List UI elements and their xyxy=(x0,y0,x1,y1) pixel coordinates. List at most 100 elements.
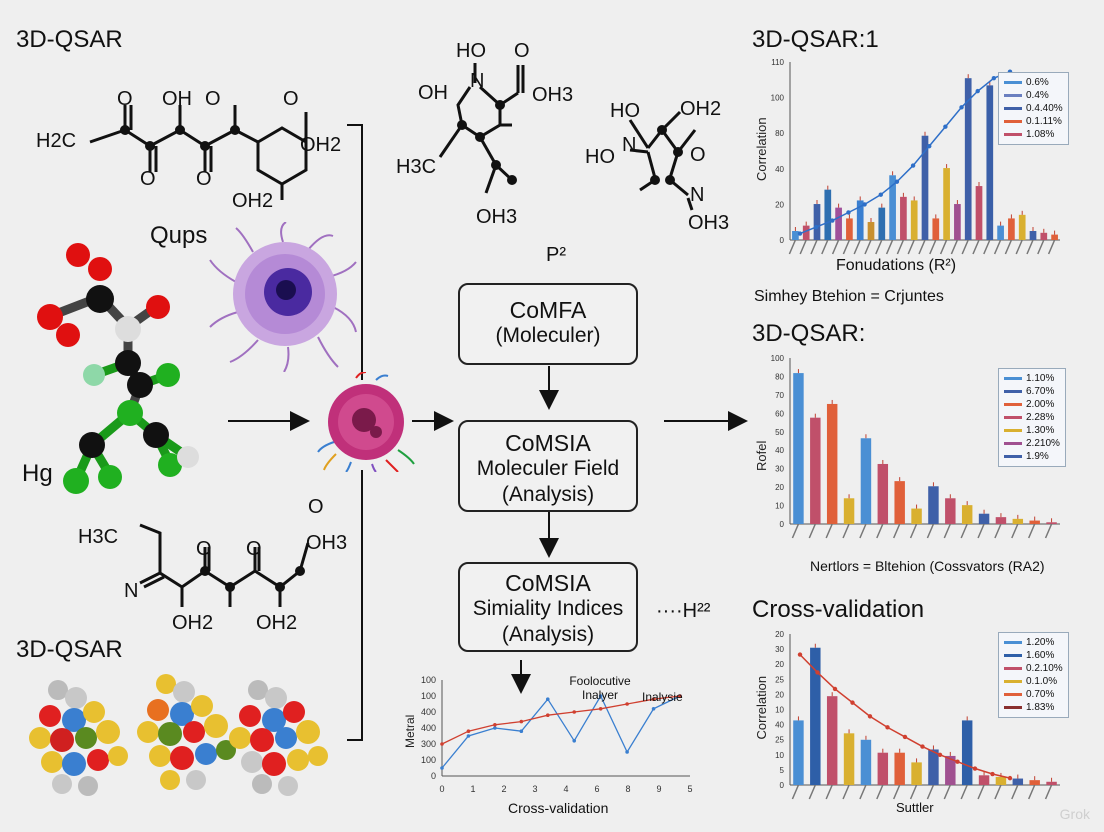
purple-cell-image xyxy=(209,222,357,372)
bar xyxy=(1040,232,1048,240)
x-tick-scribble xyxy=(993,239,1002,255)
legend-entry: 1.10% xyxy=(1004,372,1060,385)
trend-point xyxy=(867,714,873,719)
y-tick-label: 30 xyxy=(775,465,784,474)
chart1-legend: 0.6%0.4%0.4.40%0.1.11%1.08% xyxy=(998,72,1069,145)
legend-swatch xyxy=(1004,80,1022,84)
y-tick-label: 0 xyxy=(780,520,785,529)
bar xyxy=(1018,214,1026,240)
legend-label: 0.1.11% xyxy=(1026,116,1062,127)
bar xyxy=(826,403,838,524)
x-tick-scribble xyxy=(1027,784,1036,800)
x-tick-scribble xyxy=(1011,523,1019,539)
comsia-sim-line2: Simiality Indices xyxy=(472,597,624,620)
chart2-xlabel: Nertlors = Bltehion (Cossvators (RA2) xyxy=(810,558,1045,574)
trend-point xyxy=(846,210,851,215)
x-tick-scribble xyxy=(825,523,833,539)
legend-entry: 6.70% xyxy=(1004,385,1060,398)
y-tick-label: 40 xyxy=(775,721,784,730)
trend-point xyxy=(832,686,838,692)
y-axis-label: Correlation xyxy=(754,117,769,181)
x-tick-scribble xyxy=(994,523,1002,539)
legend-entry: 2.210% xyxy=(1004,437,1060,450)
bar xyxy=(792,231,799,240)
trend-point xyxy=(943,124,948,129)
x-tick-label: 2 xyxy=(501,784,506,794)
legend-entry: 0.1.11% xyxy=(1004,115,1063,128)
x-tick-scribble xyxy=(1044,784,1053,800)
legend-swatch xyxy=(1004,93,1022,97)
bar xyxy=(894,752,905,785)
y-tick-label: 5 xyxy=(780,766,785,775)
series-point xyxy=(651,697,656,701)
trend-point xyxy=(920,744,925,749)
y-tick-label: 20 xyxy=(775,200,784,209)
legend-label: 6.70% xyxy=(1026,386,1055,397)
trend-point xyxy=(975,88,980,94)
bar xyxy=(846,218,853,240)
x-tick-scribble xyxy=(1044,523,1053,539)
y-tick-label: 25 xyxy=(775,736,784,745)
y-tick-label: 20 xyxy=(775,690,784,699)
trend-point xyxy=(937,752,943,757)
left-title-bottom: 3D-QSAR xyxy=(16,636,123,663)
chem1-oh: OH xyxy=(162,88,192,110)
x-tick-label: 4 xyxy=(563,784,568,794)
chemc-o-top: O xyxy=(514,40,530,62)
p2-label: P² xyxy=(546,244,566,266)
bar xyxy=(945,755,956,785)
bar xyxy=(810,647,821,785)
x-tick-scribble xyxy=(892,784,901,800)
bar xyxy=(945,498,956,524)
y-tick-label: 60 xyxy=(775,409,784,418)
chem2-o1: O xyxy=(196,538,212,560)
legend-label: 2.00% xyxy=(1026,399,1055,410)
bar xyxy=(995,517,1007,524)
chem-structure-center-right xyxy=(628,110,697,211)
comsia-similarity-box: CoMSIA Simiality Indices (Analysis) xyxy=(458,562,638,652)
chem1-o-d: O xyxy=(140,168,156,190)
trend-point xyxy=(850,700,855,705)
chem2-oh2b: OH2 xyxy=(256,612,298,634)
chem2-h3c: H3C xyxy=(78,526,119,548)
x-tick-scribble xyxy=(896,239,905,255)
chemr-oh3: OH3 xyxy=(688,212,730,234)
x-tick-scribble xyxy=(876,523,884,539)
bar xyxy=(932,218,940,240)
x-tick-scribble xyxy=(939,239,948,255)
x-tick-scribble xyxy=(791,784,800,800)
trend-point xyxy=(902,734,908,740)
legend-label: 0.2.10% xyxy=(1026,663,1063,674)
x-tick-scribble xyxy=(808,523,817,539)
chem2-oh3: OH3 xyxy=(306,532,348,554)
x-tick-label: 5 xyxy=(687,784,692,794)
y-tick-label: 10 xyxy=(775,502,784,511)
x-tick-scribble xyxy=(961,239,969,255)
space-filling-molecules xyxy=(29,674,328,796)
chem1-oh2-bottom: OH2 xyxy=(232,190,274,212)
x-tick-scribble xyxy=(1004,239,1013,255)
legend-swatch xyxy=(1004,679,1022,683)
legend-entry: 0.70% xyxy=(1004,688,1063,701)
x-tick-label: 8 xyxy=(625,784,630,794)
bar xyxy=(900,196,907,240)
x-tick-scribble xyxy=(842,239,851,255)
x-tick-scribble xyxy=(875,239,883,255)
bar xyxy=(975,186,983,240)
left-title-top: 3D-QSAR xyxy=(16,26,123,53)
series-point xyxy=(625,702,629,706)
chart1-xlabel: Fonudations (R²) xyxy=(836,257,957,274)
legend-entry: 0.2.10% xyxy=(1004,662,1063,675)
y-tick-label: 20 xyxy=(775,483,784,492)
comsia-field-line2: Moleculer Field xyxy=(476,457,620,480)
x-tick-label: 3 xyxy=(532,784,537,794)
bar xyxy=(911,762,922,785)
trend-point xyxy=(910,163,916,168)
watermark: Grok xyxy=(1059,806,1090,822)
x-tick-scribble xyxy=(1047,239,1056,255)
y-tick-label: 10 xyxy=(775,706,784,715)
chem2-oh2a: OH2 xyxy=(172,612,214,634)
legend-swatch xyxy=(1004,428,1022,432)
